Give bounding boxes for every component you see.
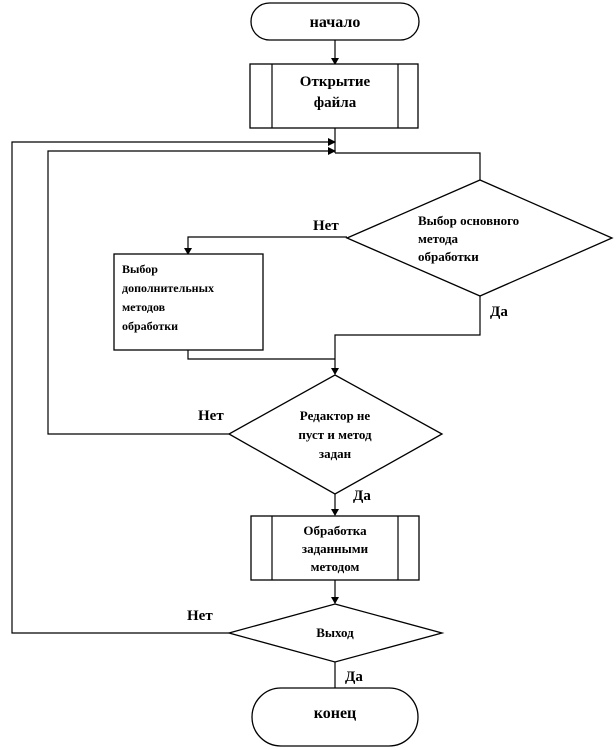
node-editor-check: Редактор не пуст и метод задан (227, 374, 444, 495)
node-open-file-line-2: файла (314, 95, 357, 111)
edge-choose-extra-to-join (187, 350, 335, 360)
node-exit-label: Выход (316, 625, 354, 640)
node-choose-extra: Выбор дополнительных методов обработки (113, 253, 264, 351)
label-exit-yes: Да (345, 669, 363, 685)
arrowhead (184, 248, 192, 255)
node-editor-check-line-3: задан (319, 446, 352, 461)
edge-editor-check-no (47, 150, 335, 435)
node-process: Обработка заданными методом (250, 515, 420, 581)
label-editor-check-no: Нет (198, 408, 224, 424)
edge-labels: Нет Да Нет Да Нет Да (187, 218, 508, 685)
node-choose-main-line-3: обработки (418, 249, 479, 264)
edges (11, 40, 481, 688)
node-editor-check-line-1: Редактор не (300, 408, 371, 423)
node-start-label: начало (310, 14, 361, 31)
node-process-line-3: методом (311, 559, 360, 574)
node-end: конец (251, 687, 419, 747)
node-open-file-line-1: Открытие (300, 74, 371, 90)
node-choose-extra-line-2: дополнительных (122, 281, 214, 295)
label-exit-no: Нет (187, 608, 213, 624)
edge-choose-main-no (187, 236, 347, 254)
node-process-line-1: Обработка (303, 523, 367, 538)
node-choose-extra-line-1: Выбор (122, 262, 158, 276)
node-exit: Выход (226, 603, 445, 663)
node-choose-main-line-1: Выбор основного (418, 213, 519, 228)
label-choose-main-yes: Да (490, 304, 508, 320)
arrowhead (331, 509, 339, 516)
label-choose-main-no: Нет (313, 218, 339, 234)
node-choose-main-line-2: метода (418, 231, 459, 246)
edge-merge-to-choose-main (335, 152, 481, 180)
node-editor-check-line-2: пуст и метод (298, 427, 372, 442)
arrowhead (328, 147, 336, 155)
node-open-file: Открытие файла (249, 63, 419, 129)
arrowhead (331, 597, 339, 604)
arrowhead (328, 138, 336, 146)
arrowhead (331, 58, 339, 65)
node-choose-extra-line-4: обработки (122, 319, 178, 333)
node-process-line-2: заданными (302, 541, 369, 556)
node-start: начало (250, 2, 420, 41)
edge-choose-main-yes (334, 296, 481, 374)
node-end-label: конец (314, 705, 357, 722)
node-choose-extra-line-3: методов (122, 300, 166, 314)
edge-exit-no (11, 141, 335, 634)
node-choose-main: Выбор основного метода обработки (345, 179, 614, 297)
label-editor-check-yes: Да (353, 488, 371, 504)
arrowhead (331, 368, 339, 375)
